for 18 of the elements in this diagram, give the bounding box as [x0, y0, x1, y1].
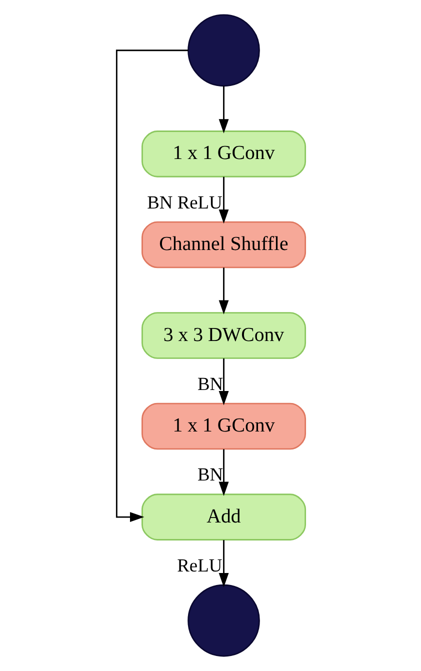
node-box: 1 x 1 GConv [141, 402, 306, 450]
arrow [218, 540, 228, 588]
edge-label: BN [196, 374, 223, 394]
arrow [115, 50, 188, 522]
node-box: Add [141, 494, 306, 540]
edge-label: BN [196, 464, 223, 485]
node-circle [187, 584, 260, 657]
arrow [218, 449, 228, 496]
arrow [218, 358, 228, 406]
arrow [218, 86, 228, 134]
node-box: 1 x 1 GConv [141, 130, 306, 178]
arrow [218, 268, 228, 314]
edge-label: ReLU [176, 556, 222, 576]
arrow [218, 176, 228, 224]
node-box: 3 x 3 DWConv [141, 312, 306, 359]
node-circle [187, 14, 260, 87]
edge-label: BN ReLU [146, 192, 222, 212]
node-box: Channel Shuffle [141, 221, 306, 268]
